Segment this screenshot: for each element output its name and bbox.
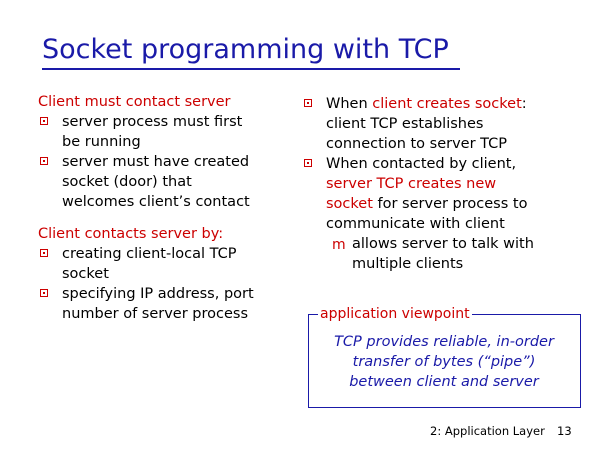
square-bullet-icon	[40, 249, 48, 257]
left-heading-2: Client contacts server by:	[38, 226, 224, 242]
bullet-line: communicate with client	[326, 216, 505, 232]
viewpoint-box-label: application viewpoint	[318, 305, 472, 323]
left-column: Client must contact server server proces…	[38, 92, 288, 324]
text-run: :	[521, 96, 527, 112]
left-bullet-3: creating client-local TCP socket	[38, 244, 288, 284]
right-sub-bullet: m allows server to talk with multiple cl…	[302, 234, 592, 274]
right-column: When client creates socket: client TCP e…	[302, 94, 592, 274]
square-bullet-icon	[40, 117, 48, 125]
highlight-text: socket	[326, 196, 373, 212]
bullet-line: creating client-local TCP	[62, 246, 237, 262]
bullet-line: socket	[62, 266, 109, 282]
bullet-line: socket (door) that	[62, 174, 192, 190]
box-line: between client and server	[349, 374, 539, 390]
text-run: When	[326, 96, 373, 112]
box-line: TCP provides reliable, in-order	[334, 334, 554, 350]
bullet-line: number of server process	[62, 306, 249, 322]
square-bullet-icon	[304, 159, 312, 167]
bullet-line: specifying IP address, port	[62, 286, 254, 302]
title-underline	[42, 68, 460, 70]
right-bullet-2: When contacted by client, server TCP cre…	[302, 154, 592, 234]
bullet-line: be running	[62, 134, 141, 150]
square-bullet-icon	[40, 157, 48, 165]
left-bullet-2: server must have created socket (door) t…	[38, 152, 288, 212]
footer-section: 2: Application Layer	[430, 424, 545, 438]
bullet-line: server process must first	[62, 114, 243, 130]
right-bullet-1: When client creates socket: client TCP e…	[302, 94, 592, 154]
bullet-line: socket for server process to	[326, 194, 592, 214]
left-heading-1: Client must contact server	[38, 94, 231, 110]
bullet-line-highlight: server TCP creates new	[326, 176, 497, 192]
left-bullet-1: server process must first be running	[38, 112, 288, 152]
bullet-line: connection to server TCP	[326, 136, 508, 152]
viewpoint-box-text: TCP provides reliable, in-order transfer…	[310, 332, 578, 392]
bullet-line: allows server to talk with	[352, 236, 534, 252]
text-run: for server process to	[372, 196, 528, 212]
bullet-line: When contacted by client,	[326, 156, 517, 172]
left-bullet-4: specifying IP address, port number of se…	[38, 284, 288, 324]
square-bullet-icon	[40, 289, 48, 297]
square-bullet-icon	[304, 99, 312, 107]
bullet-line: server must have created	[62, 154, 250, 170]
highlight-text: client creates socket	[372, 96, 522, 112]
bullet-line: client TCP establishes	[326, 116, 484, 132]
bullet-line: When client creates socket:	[326, 94, 592, 114]
m-bullet-icon: m	[332, 237, 346, 253]
box-line: transfer of bytes (“pipe”)	[352, 354, 536, 370]
page-number: 13	[557, 424, 572, 438]
bullet-line: welcomes client’s contact	[62, 194, 250, 210]
bullet-line: multiple clients	[352, 256, 464, 272]
slide-title: Socket programming with TCP	[42, 34, 449, 65]
